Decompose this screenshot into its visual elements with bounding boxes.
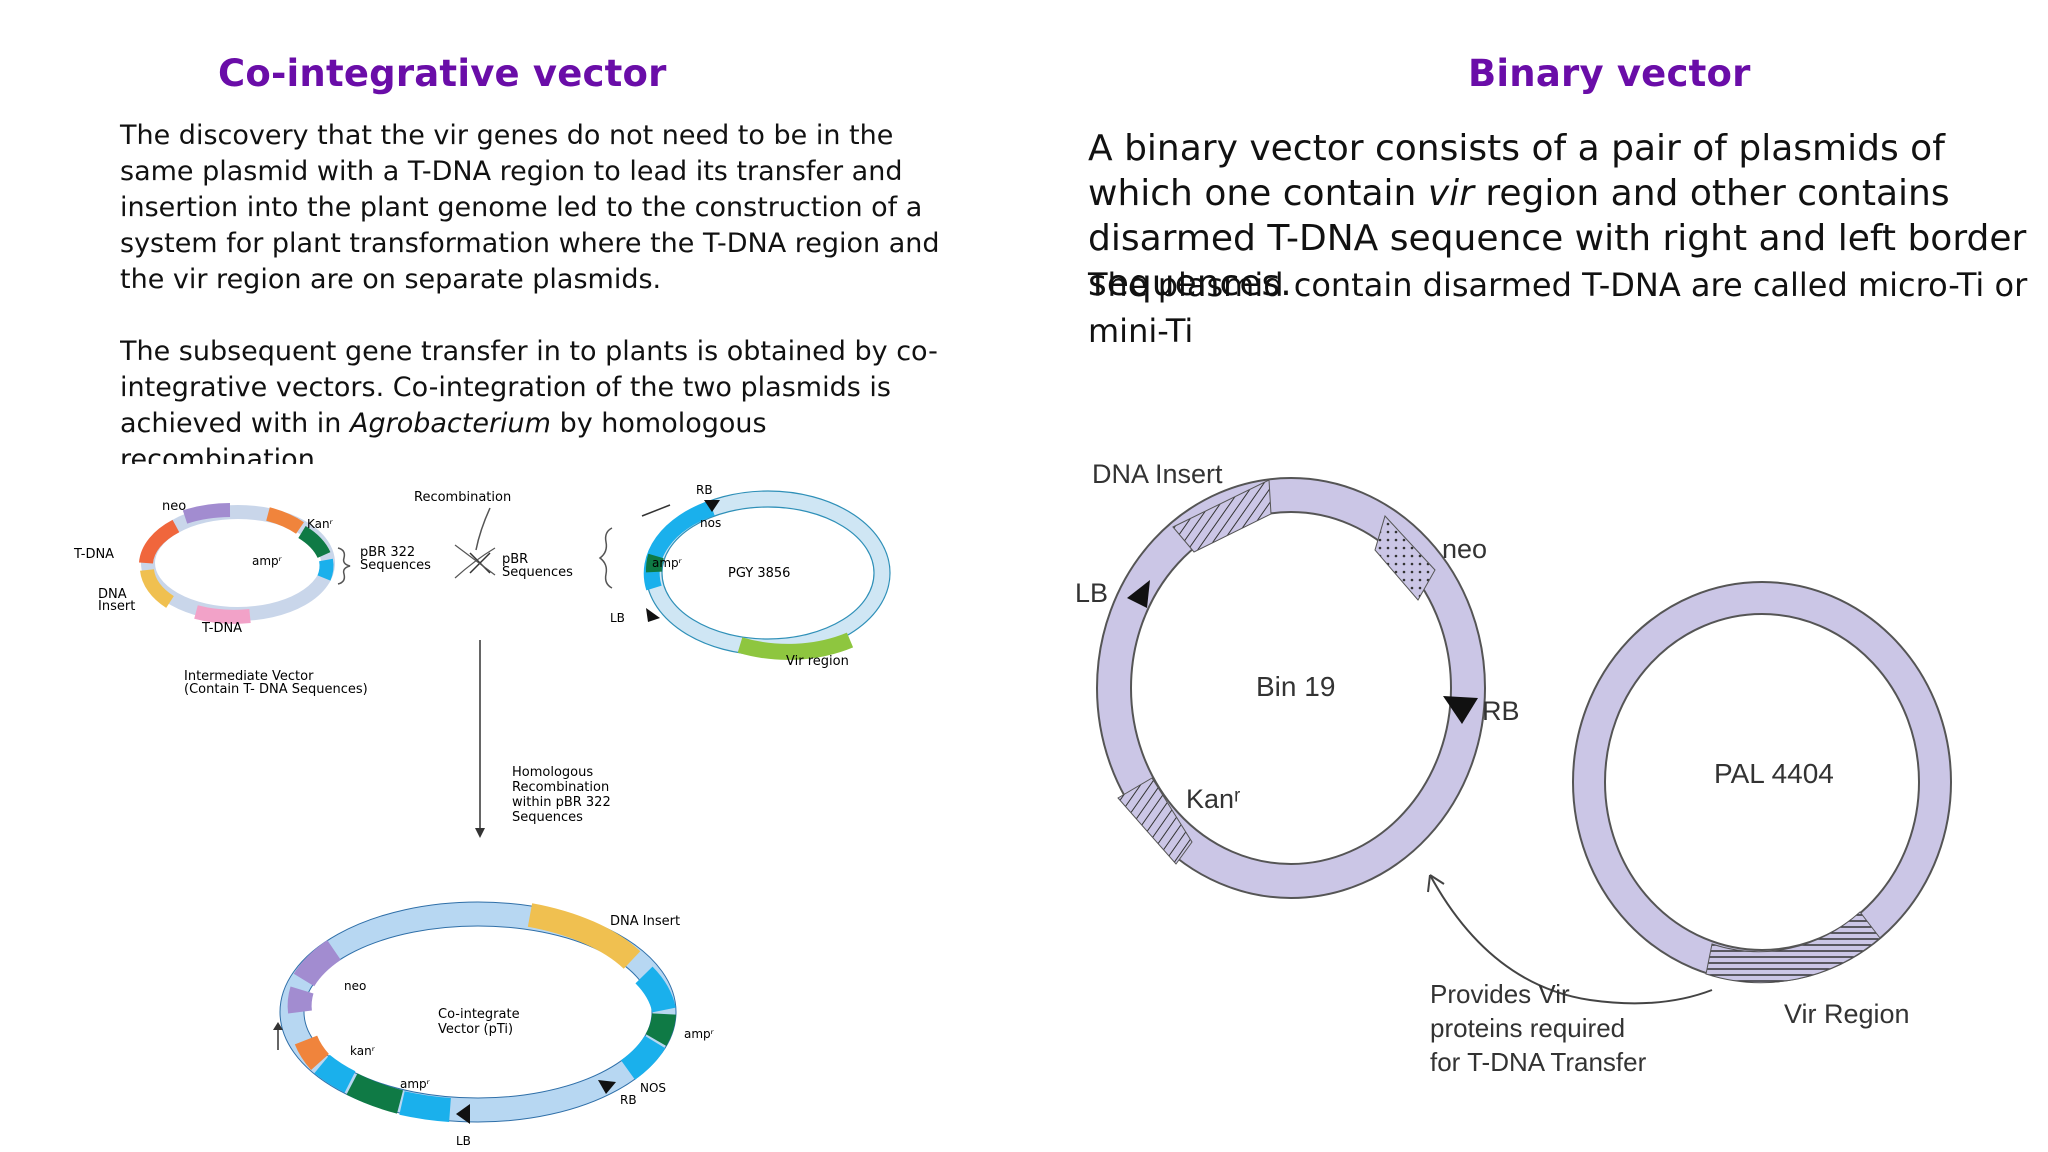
cointegrate-amp-right-label: ampʳ [684,1027,715,1041]
cointegrate-lb-marker-icon [456,1104,470,1124]
right-title: Binary vector [1468,52,1751,95]
pgy-lb-label: LB [610,611,625,625]
intermediate-tdna-label: T-DNA [73,547,114,562]
pgy-3856-plasmid [643,490,891,660]
provides-vir-label-2: proteins required [1430,1013,1625,1043]
bin19-plasmid [1096,477,1486,899]
co-integrative-paragraph-1: The discovery that the vir genes do not … [120,120,940,295]
cointegrate-plasmid [279,901,677,1123]
intermediate-caption-1: Intermediate Vector [184,669,314,684]
bin19-lb-label: LB [1075,578,1108,608]
provides-vir-label-1: Provides Vir [1430,979,1570,1009]
pgy-rb-marker-icon [704,500,720,512]
cointegrate-name-label-2: Vector (pTi) [438,1022,513,1037]
pgy-lb-marker-icon [646,608,660,622]
pbr322-label-1: pBR 322 [360,545,415,560]
pgy-name-label: PGY 3856 [728,566,790,581]
pgy-nos-label: nos [700,516,721,530]
provides-vir-label-3: for T-DNA Transfer [1430,1047,1647,1077]
crossover-icon [469,552,491,574]
recombination-label: Recombination [414,490,511,505]
cointegrate-name-label-1: Co-integrate [438,1007,520,1022]
pbr-label-1: pBR [502,552,528,567]
cointegrate-kan-label: kanʳ [350,1044,376,1058]
intermediate-caption-2: (Contain T- DNA Sequences) [184,682,368,697]
pbr-label-2: Sequences [502,565,573,580]
recombination-arrow-icon [475,507,491,551]
bin19-kan-label: Kanʳ [1186,784,1241,814]
homologous-label-3: within pBR 322 [512,795,611,810]
pal4404-name-label: PAL 4404 [1714,758,1834,789]
binary-paragraph-1: A binary vector consists of a pair of pl… [1088,128,2027,304]
bin19-neo-label: neo [1442,534,1487,564]
cointegrate-nos-label: NOS [640,1081,666,1095]
cointegrate-dna-insert-label: DNA Insert [610,914,680,929]
bin19-name-label: Bin 19 [1256,671,1335,702]
intermediate-dna-insert-label-1: DNA [98,587,127,602]
intermediate-kan-label: Kanʳ [307,517,334,531]
intermediate-vector-plasmid [139,503,335,624]
pgy-amp-label: ampʳ [652,556,683,570]
vir-proteins-arrow-icon [1429,874,1713,1005]
cointegrate-amp-bottom-label: ampʳ [400,1077,431,1091]
intermediate-neo-label: neo [162,499,186,514]
left-title: Co-integrative vector [218,52,667,95]
bin19-lb-marker-icon [1127,580,1150,608]
homologous-label-1: Homologous [512,765,593,780]
intermediate-tdna-bottom-label: T-DNA [201,621,242,636]
cointegrate-rb-label: RB [620,1093,637,1107]
homologous-label-2: Recombination [512,780,609,795]
pgy-direction-arrow-icon [641,504,671,517]
pbr322-label-2: Sequences [360,558,431,573]
pbr-brace-icon [598,527,613,589]
bin19-dna-insert-label: DNA Insert [1092,459,1223,489]
cointegrate-neo-label: neo [344,979,366,993]
bin19-rb-label: RB [1482,696,1520,726]
co-integrative-paragraph-2: The subsequent gene transfer in to plant… [120,336,938,464]
pgy-vir-region-label: Vir region [786,654,849,669]
binary-paragraph-2: The plasmid contain disarmed T-DNA are c… [1088,266,2028,350]
homologous-label-4: Sequences [512,810,583,825]
pal4404-plasmid [1572,581,1952,984]
intermediate-amp-label: ampʳ [252,554,283,568]
cointegrate-lb-label: LB [456,1134,471,1148]
cointegrate-rb-marker-icon [598,1080,616,1094]
pbr322-brace-icon [337,547,351,585]
pgy-rb-label: RB [696,483,713,497]
intermediate-dna-insert-label-2: Insert [98,599,135,614]
bin19-rb-marker-icon [1443,696,1478,724]
pal4404-vir-region-label: Vir Region [1784,999,1910,1029]
